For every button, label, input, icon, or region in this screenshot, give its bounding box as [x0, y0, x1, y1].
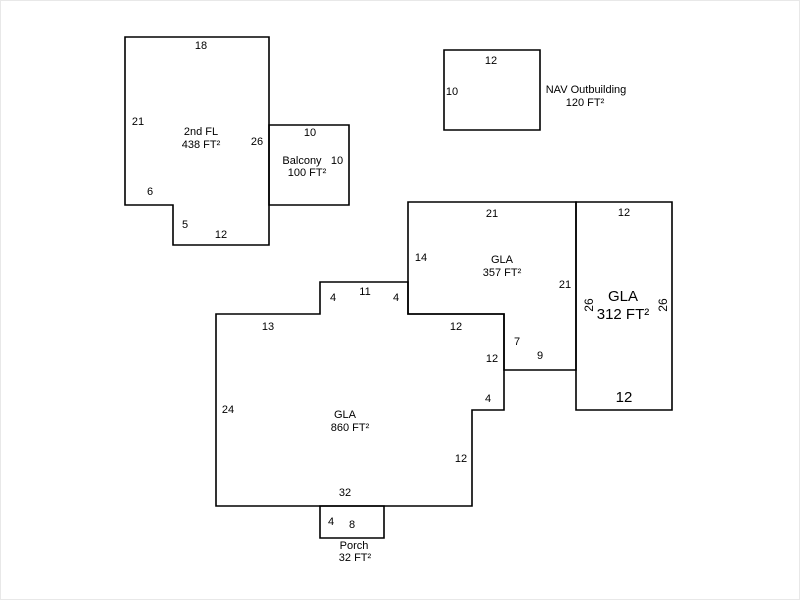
balcony-dim-right: 10 — [331, 155, 343, 167]
gla-860-dim-top-left: 13 — [262, 321, 274, 333]
gla-357-dim-notch-side: 7 — [514, 336, 520, 348]
gla-312-outline — [575, 201, 673, 411]
balcony-label: Balcony — [282, 155, 322, 167]
second-floor-dim-left: 21 — [132, 116, 144, 128]
gla-357-area: 357 FT² — [483, 267, 522, 279]
shape-gla-860: 13 4 11 4 12 12 4 12 24 GLA 860 FT² 32 — [215, 281, 505, 507]
gla-312-area: 312 FT² — [597, 306, 650, 323]
balcony-dim-top: 10 — [304, 127, 316, 139]
second-floor-dim-right: 26 — [251, 136, 263, 148]
gla-357-dim-left: 14 — [415, 252, 427, 264]
porch-area: 32 FT² — [339, 552, 372, 564]
gla-860-dim-left: 24 — [222, 404, 234, 416]
gla-357-dim-right: 21 — [559, 279, 571, 291]
second-floor-label: 2nd FL — [184, 126, 218, 138]
gla-860-dim-bump-top: 11 — [359, 286, 370, 298]
porch-dim-width: 8 — [349, 519, 355, 531]
second-floor-dim-notch-bottom: 6 — [147, 186, 153, 198]
outbuilding-dim-left: 10 — [446, 86, 458, 98]
gla-860-dim-top-right: 12 — [450, 321, 462, 333]
balcony-area: 100 FT² — [288, 167, 327, 179]
outbuilding-area: 120 FT² — [566, 97, 605, 109]
second-floor-outline — [124, 36, 270, 246]
gla-312-dim-bottom: 12 — [616, 389, 633, 406]
gla-860-dim-bottom: 32 — [339, 487, 351, 499]
gla-860-area: 860 FT² — [331, 422, 370, 434]
gla-357-outline — [407, 201, 577, 371]
gla-860-dim-bump-right: 4 — [393, 292, 399, 304]
porch-outline — [319, 505, 385, 539]
gla-312-dim-right: 26 — [656, 298, 670, 312]
second-floor-area: 438 FT² — [182, 139, 221, 151]
shape-second-floor: 18 21 2nd FL 438 FT² 26 6 5 12 — [124, 36, 270, 246]
gla-312-label: GLA — [608, 288, 638, 305]
outbuilding-dim-top: 12 — [485, 55, 497, 67]
second-floor-dim-bottom: 12 — [215, 229, 227, 241]
shape-balcony: 10 Balcony 10 100 FT² — [268, 124, 350, 206]
porch-dim-side: 4 — [328, 516, 334, 528]
shape-porch: 4 8 Porch 32 FT² — [319, 505, 385, 564]
porch-label: Porch — [340, 540, 369, 552]
gla-357-dim-bottom: 9 — [537, 350, 543, 362]
gla-312-dim-top: 12 — [618, 207, 630, 219]
gla-860-label: GLA — [334, 409, 357, 421]
gla-860-dim-right-lower: 12 — [455, 453, 467, 465]
gla-860-dim-right-upper: 12 — [486, 353, 498, 365]
second-floor-dim-notch-side: 5 — [182, 219, 188, 231]
gla-860-dim-step-top: 4 — [485, 393, 491, 405]
gla-312-dim-left: 26 — [582, 298, 596, 312]
outbuilding-label: NAV Outbuilding — [546, 84, 627, 96]
shape-gla-312: 12 26 GLA 312 FT² 26 12 — [575, 201, 673, 411]
gla-357-label: GLA — [491, 254, 514, 266]
gla-860-dim-bump-left: 4 — [330, 292, 336, 304]
outbuilding-outline — [443, 49, 541, 131]
balcony-outline — [268, 124, 350, 206]
shape-outbuilding: 12 10 NAV Outbuilding 120 FT² — [443, 49, 627, 131]
shape-gla-357: 21 14 GLA 357 FT² 21 7 9 — [407, 201, 577, 371]
gla-860-outline — [215, 281, 505, 507]
gla-357-dim-top: 21 — [486, 208, 498, 220]
second-floor-dim-top: 18 — [195, 40, 207, 52]
